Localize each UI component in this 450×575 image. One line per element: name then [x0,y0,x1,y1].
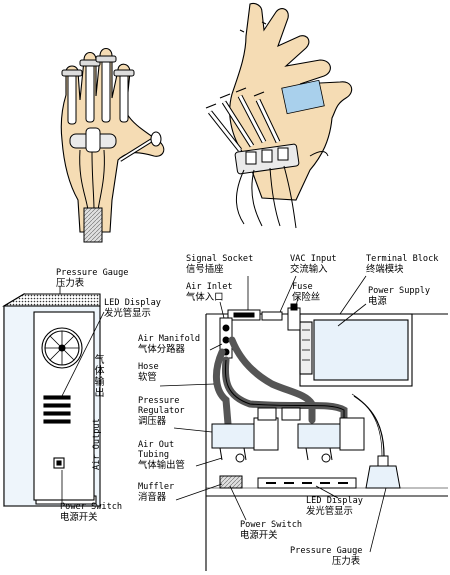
label-air-out-tubing: Air Out Tubing 气体输出管 [138,440,185,471]
label-signal-socket: Signal Socket 信号插座 [186,254,253,275]
label-pressure-gauge-bottom: Pressure Gauge 压力表 [290,546,362,567]
label-pressure-gauge-top: Pressure Gauge 压力表 [56,268,128,289]
cabinet-side-text-zh: 气体输出 [90,354,105,398]
label-fuse: Fuse 保险丝 [292,282,320,303]
label-pressure-regulator: Pressure Regulator 调压器 [138,396,185,427]
label-hose: Hose 软管 [138,362,159,383]
label-terminal-block: Terminal Block 终端模块 [366,254,438,275]
label-led-display-left: LED Display 发光管显示 [104,298,161,319]
control-cabinet [4,294,100,506]
label-muffler: Muffler 消音器 [138,482,174,503]
label-vac-input: VAC Input 交流输入 [290,254,337,275]
fuse-part [288,304,300,330]
cabinet-side-text-en: Air Output [92,418,102,470]
label-power-supply: Power Supply 电源 [368,286,430,307]
label-power-switch-right: Power Switch 电源开关 [240,520,302,541]
label-power-switch-left: Power Switch 电源开关 [60,502,122,523]
bottom-pressure-gauge [366,456,400,488]
label-air-manifold: Air Manifold 气体分路器 [138,334,200,355]
led-board-part [258,478,356,488]
power-supply-unit [300,314,412,386]
label-led-display-right: LED Display 发光管显示 [306,496,363,517]
label-air-inlet: Air Inlet 气体入口 [186,282,233,303]
signal-socket-part [228,310,282,320]
muffler-part [220,476,242,488]
